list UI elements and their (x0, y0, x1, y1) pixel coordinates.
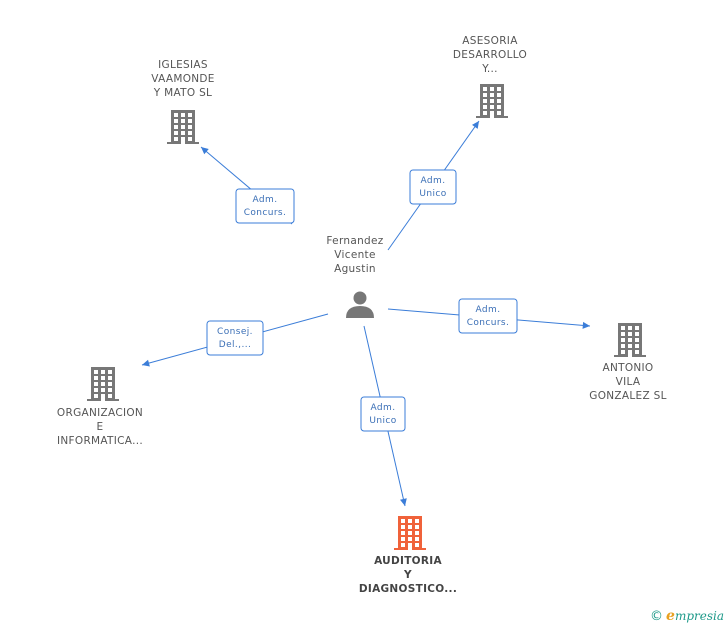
edge-label-text-auditoria-1: Adm. (371, 403, 396, 413)
edge-labels-layer: Adm.Concurs.Adm.UnicoAdm.Concurs.Consej.… (206, 169, 518, 432)
edge-label-box-antonio (458, 298, 518, 334)
arrow-head-iglesias (201, 147, 209, 155)
edge-label-asesoria[interactable]: Adm. Unico (409, 169, 457, 205)
edge-label-box-auditoria (360, 396, 406, 432)
edge-label-text-asesoria-1: Adm. (421, 176, 446, 186)
node-label-antonio-line-3: GONZALEZ SL (589, 390, 666, 402)
node-company-asesoria[interactable]: ASESORIA DESARROLLO Y... (453, 35, 527, 118)
edge-label-antonio[interactable]: Adm. Concurs. (458, 298, 518, 334)
person-icon (346, 291, 374, 318)
node-label-fernandez-line-1: Fernandez (326, 235, 383, 247)
node-label-iglesias-line-1: IGLESIAS (158, 59, 208, 71)
copyright-symbol: © (650, 608, 664, 624)
edge-label-text-organizacion-1: Consej. (217, 327, 253, 337)
node-label-auditoria-line-1: AUDITORIA (374, 555, 442, 567)
node-company-antonio[interactable]: ANTONIO VILA GONZALEZ SL (589, 323, 666, 402)
node-label-antonio-line-2: VILA (616, 376, 641, 388)
node-label-asesoria-line-2: DESARROLLO (453, 49, 527, 61)
building-icon (167, 110, 199, 144)
node-label-iglesias-line-2: VAAMONDE (151, 73, 214, 85)
edge-label-text-auditoria-2: Unico (369, 416, 396, 426)
edge-label-text-organizacion-2: Del.,... (219, 340, 251, 350)
edge-label-box-asesoria (409, 169, 457, 205)
edge-label-box-organizacion (206, 320, 264, 356)
edge-label-auditoria[interactable]: Adm. Unico (360, 396, 406, 432)
edge-label-organizacion[interactable]: Consej. Del.,... (206, 320, 264, 356)
node-label-organizacion-line-3: INFORMATICA... (57, 435, 143, 447)
node-label-iglesias-line-3: Y MATO SL (153, 87, 212, 99)
node-label-fernandez-line-3: Agustin (334, 263, 376, 275)
node-company-auditoria[interactable]: AUDITORIA Y DIAGNOSTICO... (359, 516, 457, 595)
arrow-head-organizacion (142, 359, 150, 367)
brand-logo: empresia (666, 608, 724, 624)
edge-label-text-iglesias-1: Adm. (253, 195, 278, 205)
building-icon (87, 367, 119, 401)
node-label-auditoria-line-2: Y (403, 569, 412, 581)
node-label-organizacion-line-2: E (97, 421, 104, 433)
node-label-asesoria-line-1: ASESORIA (462, 35, 518, 47)
arrow-head-antonio (582, 321, 590, 329)
node-company-iglesias[interactable]: IGLESIAS VAAMONDE Y MATO SL (151, 59, 214, 144)
arrow-head-auditoria (400, 498, 407, 506)
edge-label-text-asesoria-2: Unico (419, 189, 446, 199)
edge-label-text-antonio-1: Adm. (476, 305, 501, 315)
empresia-watermark[interactable]: © empresia (650, 608, 724, 624)
arrow-head-asesoria (472, 121, 479, 129)
node-label-antonio-line-1: ANTONIO (602, 362, 653, 374)
edge-label-box-iglesias (235, 188, 295, 224)
building-icon (394, 516, 426, 550)
edge-label-iglesias[interactable]: Adm. Concurs. (235, 188, 295, 224)
brand-logo-initial: e (666, 608, 675, 624)
edge-label-text-antonio-2: Concurs. (467, 318, 510, 328)
node-label-auditoria-line-3: DIAGNOSTICO... (359, 583, 457, 595)
building-icon (476, 84, 508, 118)
node-label-asesoria-line-3: Y... (481, 63, 498, 75)
node-company-organizacion[interactable]: ORGANIZACION E INFORMATICA... (57, 367, 143, 447)
edge-label-text-iglesias-2: Concurs. (244, 208, 287, 218)
node-label-organizacion-line-1: ORGANIZACION (57, 407, 143, 419)
node-label-fernandez-line-2: Vicente (334, 249, 375, 261)
building-icon (614, 323, 646, 357)
brand-logo-rest: mpresia (674, 609, 724, 623)
